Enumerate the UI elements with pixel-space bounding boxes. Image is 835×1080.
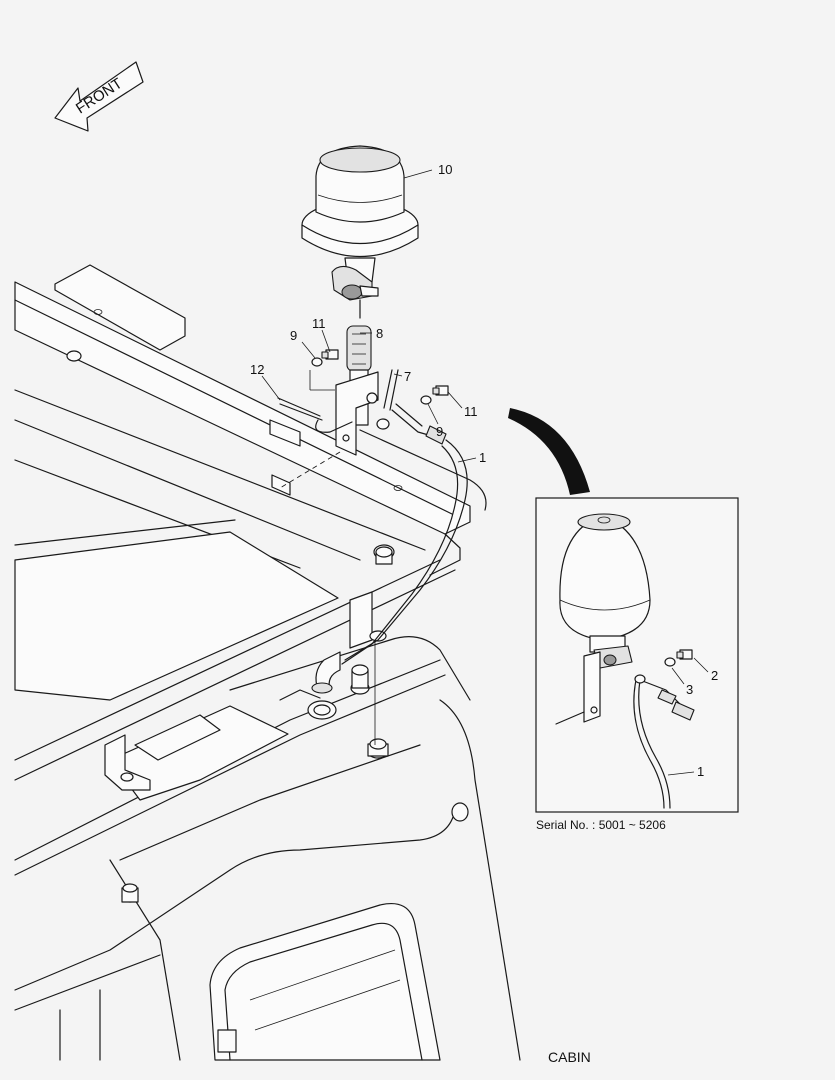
front-arrow-icon: FRONT: [54, 61, 144, 132]
beacon-lamp: [301, 145, 419, 319]
callout-11: 11: [464, 404, 478, 419]
callout-11: 11: [312, 316, 326, 331]
washer-icon: [311, 357, 323, 367]
callout-1: 1: [697, 764, 704, 779]
bolt-icon: [432, 385, 449, 396]
detail-caption: Serial No. : 5001 ~ 5206: [536, 818, 666, 832]
mounting-pole: [277, 325, 449, 489]
callout-1: 1: [479, 450, 486, 465]
callout-9: 9: [290, 328, 297, 343]
leader-lines: [261, 169, 477, 463]
detail-view: 2 3 1: [535, 497, 739, 813]
cab-roof: [14, 264, 521, 1061]
callout-8: 8: [376, 326, 383, 341]
detail-arrow-icon: [508, 408, 590, 495]
callout-2: 2: [711, 668, 718, 683]
wire-harness: [311, 439, 468, 694]
washer-icon: [420, 395, 432, 405]
bolt-icon: [321, 349, 339, 360]
callout-10: 10: [438, 162, 452, 177]
callout-7: 7: [404, 369, 411, 384]
section-label: CABIN: [548, 1049, 591, 1065]
callout-9: 9: [436, 424, 443, 439]
callout-12: 12: [250, 362, 264, 377]
callout-3: 3: [686, 682, 693, 697]
